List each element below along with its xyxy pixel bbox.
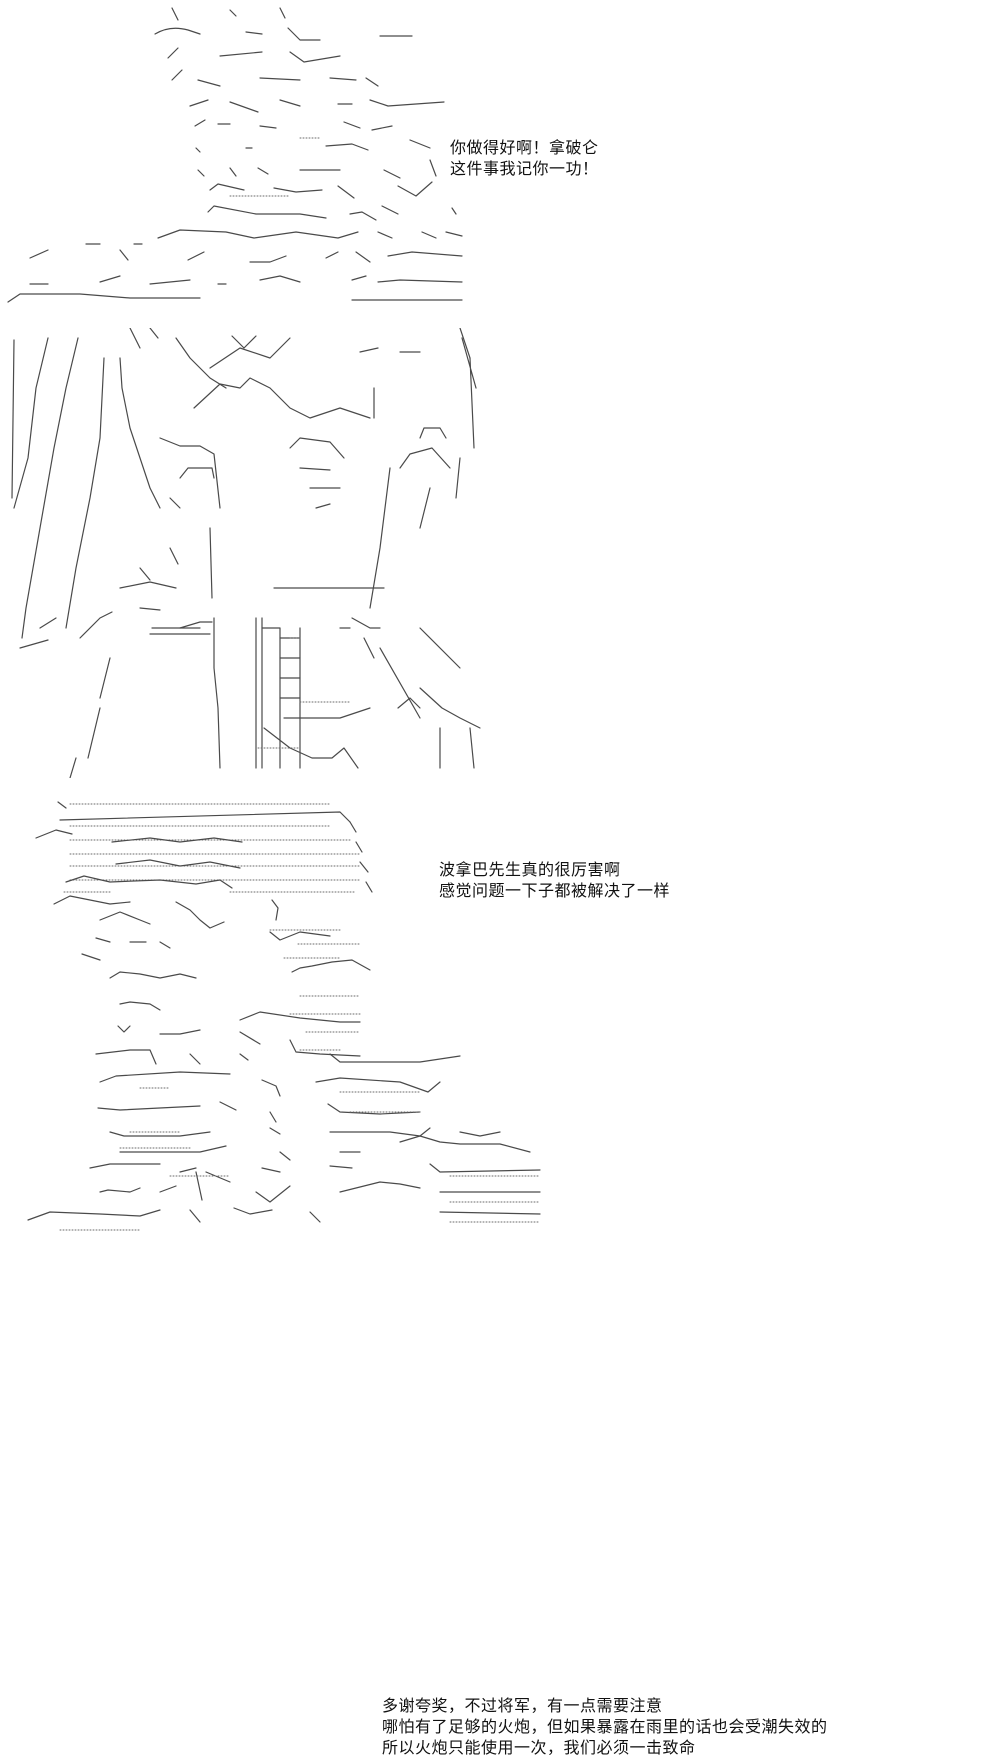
dialogue-line: 这件事我记你一功！: [450, 159, 599, 178]
dialogue-line: 多谢夸奖，不过将军，有一点需要注意: [382, 1696, 663, 1715]
panel-napoleon: 多谢夸奖，不过将军，有一点需要注意 哪怕有了足够的火炮，但如果暴露在雨里的话也会…: [0, 792, 1000, 1757]
dialogue-line: 你做得好啊！拿破仑: [450, 138, 599, 157]
panel-girl: 波拿巴先生真的很厉害啊 感觉问题一下子都被解决了一样: [0, 328, 1000, 900]
dialogue-line: 波拿巴先生真的很厉害啊: [439, 860, 621, 879]
dialogue-girl: 波拿巴先生真的很厉害啊 感觉问题一下子都被解决了一样: [439, 859, 670, 901]
general-ascii-art: [7, 7, 463, 303]
dialogue-line: 哪怕有了足够的火炮，但如果暴露在雨里的话也会受潮失效的: [382, 1717, 828, 1736]
dialogue-line: 所以火炮只能使用一次，我们必须一击致命: [382, 1738, 696, 1757]
dialogue-line: 感觉问题一下子都被解决了一样: [439, 881, 671, 900]
napoleon-ascii-art: [27, 801, 541, 1231]
girl-ascii-art: [11, 328, 481, 778]
dialogue-general: 你做得好啊！拿破仑 这件事我记你一功！: [450, 137, 599, 179]
dialogue-napoleon: 多谢夸奖，不过将军，有一点需要注意 哪怕有了足够的火炮，但如果暴露在雨里的话也会…: [382, 1695, 828, 1758]
panel-general: 你做得好啊！拿破仑 这件事我记你一功！: [0, 0, 1000, 305]
